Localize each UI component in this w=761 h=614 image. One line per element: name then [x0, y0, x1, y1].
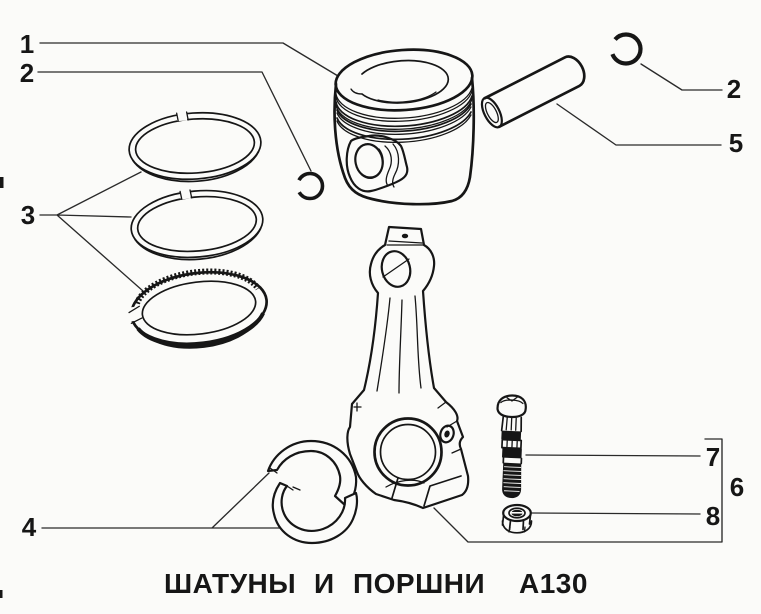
callout-6-label: 6 — [730, 472, 744, 502]
callout-7-label: 7 — [706, 442, 720, 472]
big-end-bore — [373, 417, 443, 487]
callout-labels: 1 2 3 4 2 5 7 6 8 — [20, 29, 744, 542]
piston-pin-bore — [354, 143, 384, 179]
piston-drawing — [333, 48, 476, 206]
bearing-shell-lower — [271, 481, 359, 545]
callout-4-leader — [41, 472, 283, 529]
circlip-left-drawing — [295, 171, 325, 201]
bearing-shells-drawing — [266, 439, 359, 545]
rod-nut-drawing — [501, 503, 533, 534]
leader-lines — [37, 42, 723, 543]
caption-word-i: И — [314, 568, 335, 599]
rod-bolt-drawing — [496, 394, 527, 499]
circlip-right-drawing — [609, 32, 643, 66]
figure-caption: ШАТУНЫ И ПОРШНИ А130 — [164, 568, 588, 599]
ring-gap — [176, 111, 189, 122]
callout-2-left-leader — [37, 71, 312, 172]
caption-word-porshni: ПОРШНИ — [353, 568, 485, 599]
bearing-shell-upper — [266, 439, 358, 508]
callout-8-label: 8 — [706, 501, 720, 531]
callout-1-leader — [39, 42, 339, 77]
callout-3-label: 3 — [21, 200, 35, 230]
callout-8-leader — [531, 512, 701, 515]
figure-code: А130 — [519, 568, 588, 599]
piston-pin-drawing — [480, 55, 586, 129]
callout-2-right-label: 2 — [727, 74, 741, 104]
connecting-rod-drawing — [346, 225, 470, 510]
ring-gap — [179, 189, 193, 200]
oil-ring-drawing — [126, 268, 268, 349]
caption-word-shatuny: ШАТУНЫ — [164, 568, 296, 599]
callout-2-left-label: 2 — [20, 58, 34, 88]
compression-ring-top-drawing — [128, 108, 262, 183]
callout-5-leader — [556, 103, 722, 146]
ring-gap — [128, 305, 143, 325]
scan-speck — [0, 590, 3, 598]
compression-ring-middle-drawing — [130, 186, 264, 261]
small-end-bore — [380, 250, 412, 288]
callout-3-leader — [39, 171, 144, 292]
callout-4-label: 4 — [22, 512, 37, 542]
scan-speck — [0, 177, 4, 188]
callout-1-label: 1 — [20, 29, 34, 59]
callout-5-label: 5 — [729, 128, 743, 158]
piston-pin-boss-window — [345, 134, 409, 193]
group-6-bracket — [433, 438, 723, 543]
callout-7-leader — [525, 454, 701, 457]
callout-2-right-leader — [640, 63, 723, 91]
